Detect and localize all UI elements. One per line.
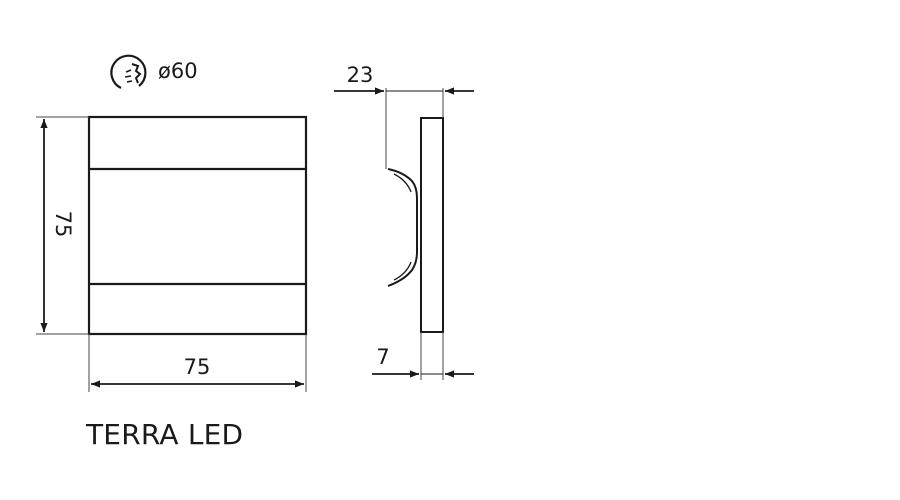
side-view-mounting-box-inner [393, 173, 412, 281]
front-view [87, 115, 308, 336]
width-label: 75 [184, 355, 211, 379]
product-name: TERRA LED [86, 418, 244, 451]
side-view-mounting-box [387, 168, 418, 287]
depth-label: 23 [347, 63, 374, 87]
mounting-diameter-label: ø60 [158, 59, 198, 83]
plate-dimension: 7 [372, 332, 474, 380]
plate-label: 7 [376, 345, 389, 369]
front-view-outline [87, 115, 308, 336]
height-label: 75 [51, 211, 75, 238]
depth-dimension: 23 [334, 63, 474, 169]
recessed-box-icon [110, 54, 147, 89]
height-dimension: 75 [36, 116, 89, 335]
side-view-plate [420, 117, 444, 333]
mounting-indicator: ø60 [110, 54, 198, 89]
side-view [387, 117, 444, 333]
width-dimension: 75 [88, 334, 307, 392]
